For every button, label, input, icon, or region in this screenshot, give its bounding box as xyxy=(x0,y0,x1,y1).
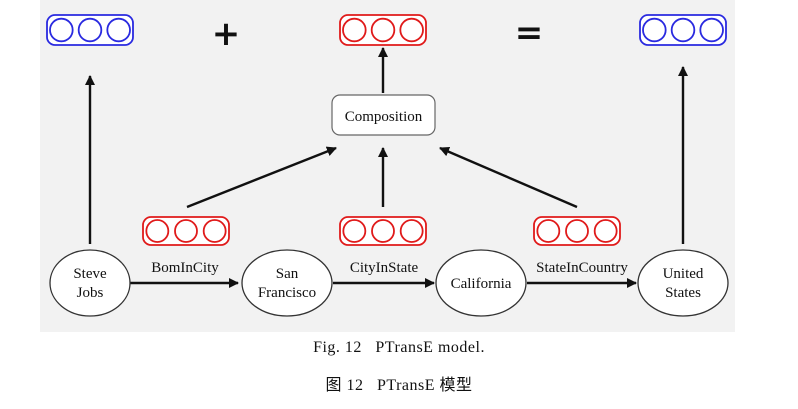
vector-capsule xyxy=(339,14,427,46)
relation-label-born-in-city: BomInCity xyxy=(151,260,219,276)
vector-cell xyxy=(642,17,667,43)
vector-cell xyxy=(145,219,170,243)
relation-vector-born-in-city xyxy=(142,216,230,246)
vector-cell xyxy=(342,219,367,243)
entity-label-line: United xyxy=(663,266,704,282)
vector-capsule xyxy=(533,216,621,246)
vector-cell xyxy=(699,17,724,43)
entity-label-line: Jobs xyxy=(77,285,104,301)
vector-cell xyxy=(174,219,198,243)
entity-label-line: Francisco xyxy=(258,285,316,301)
entity-label-line: Steve xyxy=(73,266,107,282)
vector-cell xyxy=(593,219,618,243)
vector-cell xyxy=(342,17,367,43)
entity-label-line: California xyxy=(451,276,512,292)
arrow-rel1-to-composition xyxy=(186,146,337,209)
vector-cell xyxy=(565,219,589,243)
vector-cell xyxy=(399,17,424,43)
vector-capsule xyxy=(339,216,427,246)
entity-label-line: San xyxy=(276,266,299,282)
entity-label-line: States xyxy=(665,285,701,301)
figure-caption-chinese: 图 12 PTransE 模型 xyxy=(325,377,473,394)
vector-cell xyxy=(371,219,395,243)
vector-cell xyxy=(49,17,74,43)
vector-cell xyxy=(670,17,696,43)
arrows xyxy=(85,47,688,288)
entity-node-united-states: United States xyxy=(637,249,729,317)
composition-label: Composition xyxy=(345,109,423,125)
composition-box xyxy=(331,94,436,136)
path-vector-composed xyxy=(339,14,427,46)
entity-node-san-francisco: San Francisco xyxy=(241,249,333,317)
entity-node-steve-jobs: Steve Jobs xyxy=(49,249,131,317)
relation-label-state-in-country: StateInCountry xyxy=(536,260,628,276)
entity-vector-tail xyxy=(639,14,727,46)
relation-vector-state-in-country xyxy=(533,216,621,246)
arrow-rel3-to-composition xyxy=(439,146,578,209)
vector-cell xyxy=(106,17,131,43)
vector-capsule xyxy=(639,14,727,46)
vector-cell xyxy=(370,17,396,43)
relation-vector-city-in-state xyxy=(339,216,427,246)
vector-capsule xyxy=(46,14,134,46)
vector-cell xyxy=(202,219,227,243)
entity-vector-head xyxy=(46,14,134,46)
vector-capsule xyxy=(142,216,230,246)
equals-operator: = xyxy=(515,13,544,53)
plus-operator: + xyxy=(212,14,241,54)
figure-caption-english: Fig. 12 PTransE model. xyxy=(313,339,485,356)
vector-cell xyxy=(399,219,424,243)
vector-cell xyxy=(77,17,103,43)
entity-node-california: California xyxy=(435,249,527,317)
relation-label-city-in-state: CityInState xyxy=(350,260,419,276)
vector-cell xyxy=(536,219,561,243)
